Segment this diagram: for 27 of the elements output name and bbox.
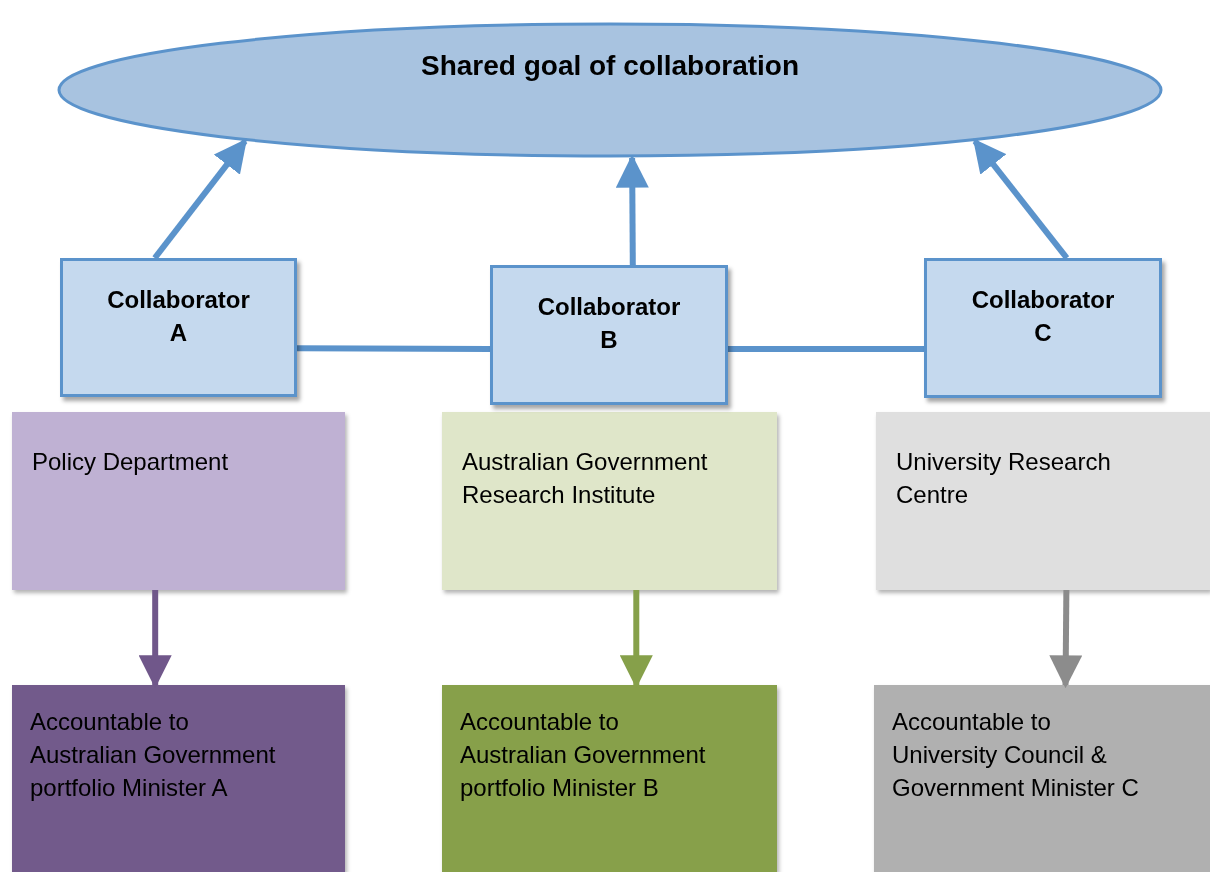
arrow	[152, 138, 248, 260]
organisation-box	[876, 412, 1210, 590]
arrow	[972, 138, 1070, 260]
arrow	[1049, 589, 1083, 689]
organisation-name: University Research Centre	[896, 447, 1112, 510]
collaborator-box	[490, 265, 728, 405]
connector-line	[728, 346, 924, 352]
accountability-box	[874, 685, 1210, 872]
connector-line	[297, 345, 490, 352]
accountability-box	[442, 685, 777, 872]
accountability-text: Accountable to Australian Government portfolio Minister B	[460, 707, 707, 803]
goal-title: Shared goal of collaboration	[420, 50, 799, 82]
accountability-text: Accountable to Australian Government portfolio Minister A	[30, 707, 277, 803]
collaborator-box	[60, 258, 297, 397]
accountability-text: Accountable to University Council & Government Minister C	[892, 707, 1140, 803]
collaborator-box	[924, 258, 1162, 398]
accountability-box	[12, 685, 345, 872]
arrow	[615, 154, 649, 266]
arrow	[619, 590, 653, 689]
organisation-name: Policy Department	[32, 447, 230, 477]
organisation-box	[442, 412, 777, 590]
collaborator-label: Collaborator A	[106, 285, 251, 348]
collaborator-label: Collaborator C	[970, 285, 1116, 348]
organisation-name: Australian Government Research Institute	[462, 447, 709, 510]
collaborator-label: Collaborator B	[536, 292, 682, 355]
arrow	[138, 590, 172, 689]
organisation-box	[12, 412, 345, 590]
